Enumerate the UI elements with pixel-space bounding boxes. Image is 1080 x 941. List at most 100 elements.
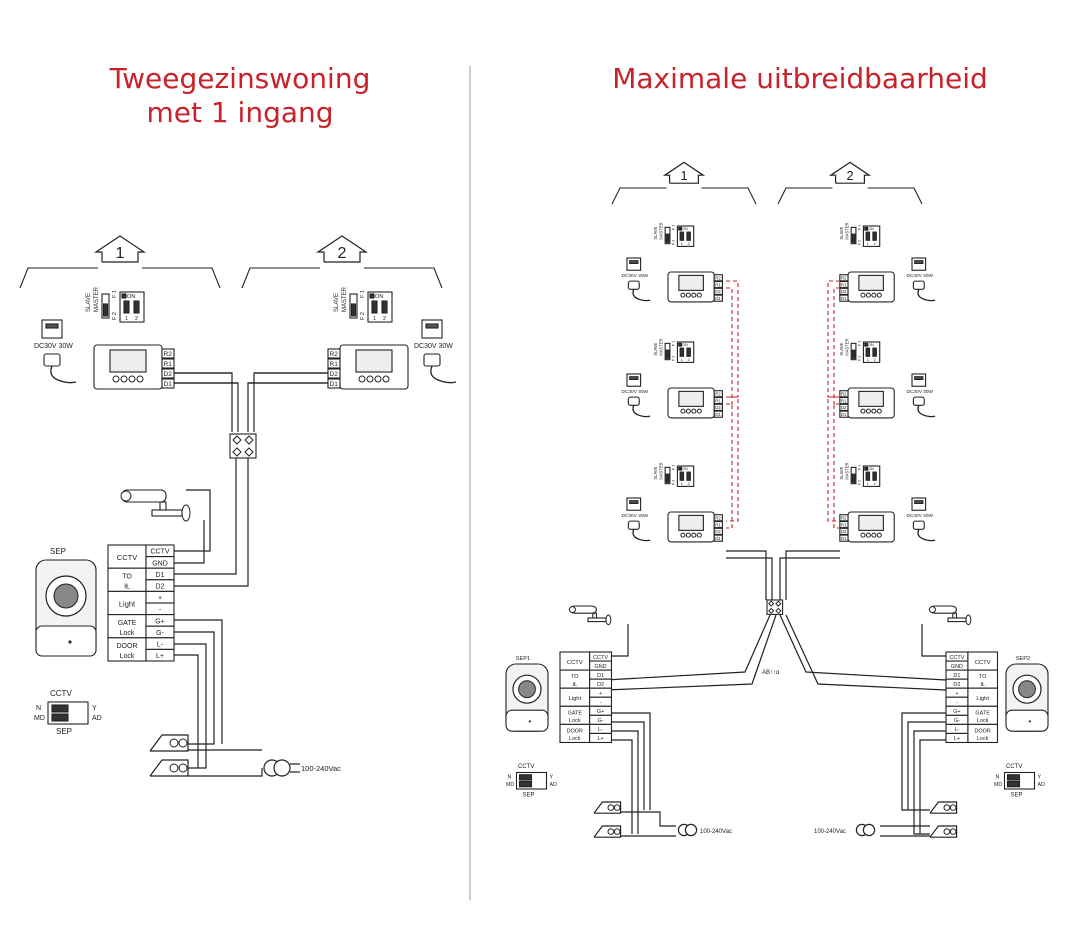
- door-wire: [174, 654, 199, 768]
- monitor-button: [112, 375, 120, 383]
- switch-ad-label: AD: [1038, 782, 1046, 788]
- outdoor-station: SEP2: [1005, 656, 1049, 732]
- dip-block: [676, 465, 695, 487]
- monitor-terminal: [839, 390, 849, 398]
- junction-terminal: [232, 435, 242, 445]
- monitor-screen: [858, 390, 884, 407]
- house-number: 2: [846, 168, 853, 183]
- monitor-button: [871, 292, 877, 298]
- junction-terminal: [244, 435, 254, 445]
- dip-toggle-2: [872, 347, 877, 357]
- terminal-label: R2: [715, 275, 721, 280]
- monitor-terminal: [161, 358, 175, 369]
- terminal-label: D2: [715, 289, 721, 294]
- house-bracket-left: [777, 187, 833, 205]
- dip-f1-label: F 1: [672, 465, 676, 470]
- terminal-name: +: [599, 691, 602, 697]
- monitor-button: [696, 292, 702, 298]
- terminal-label: R1: [715, 398, 721, 403]
- switch-slider-2: [1006, 780, 1021, 788]
- transformer-coil-2: [684, 823, 698, 837]
- terminal-name: G+: [953, 709, 960, 715]
- switch-footer: SEP: [523, 793, 535, 799]
- power-adapter: DC30V 30W: [907, 257, 936, 302]
- dip-on-label: ON: [375, 294, 383, 300]
- terminal-label: R1: [841, 522, 847, 527]
- cctv-wire: [174, 520, 205, 564]
- terminal-name: D1: [156, 572, 165, 579]
- dip-on-label: ON: [682, 467, 688, 471]
- power-adapter: DC30V 30W: [907, 373, 936, 418]
- cctv-wire: [174, 489, 211, 552]
- socket-slot: [914, 500, 924, 504]
- power-adapter: DC30V 30W: [622, 257, 651, 302]
- switch-y-label: Y: [1038, 775, 1042, 781]
- terminal-name: L+: [597, 736, 603, 742]
- monitor-terminal: [839, 534, 849, 542]
- terminal-name: CCTV: [150, 549, 169, 556]
- socket-slot: [425, 323, 439, 329]
- monitor-button: [696, 408, 702, 414]
- terminal-name: G-: [954, 718, 960, 724]
- house-number: 1: [680, 168, 687, 183]
- bus-wire: [785, 614, 947, 691]
- dip-block: [862, 341, 881, 363]
- dip-slave-label: SLAVE: [653, 466, 658, 479]
- dip-slide-knob: [665, 233, 670, 243]
- switch-title: CCTV: [518, 764, 534, 770]
- dip-on-label: ON: [682, 343, 688, 347]
- dip-slave-label: SLAVE: [653, 342, 658, 355]
- terminal-label: R1: [330, 361, 339, 368]
- monitor-terminal: [839, 294, 849, 302]
- dip-on-marker: [678, 342, 683, 347]
- terminal-cell: [945, 732, 969, 744]
- house-bracket-right: [364, 267, 443, 289]
- monitor-button: [366, 375, 374, 383]
- junction-terminal: [768, 607, 775, 614]
- group-label: Light: [119, 599, 136, 608]
- group-label: Lock: [569, 736, 581, 742]
- group-label: IŁ: [980, 682, 985, 688]
- camera-bracket: [587, 617, 607, 623]
- monitor-terminal: [713, 294, 723, 302]
- monitor-terminal: [713, 280, 723, 289]
- junction-terminal: [775, 600, 782, 607]
- dip-master-label: MASTER: [94, 286, 100, 312]
- socket-slot: [629, 500, 639, 504]
- left-title-line-1: Tweegezinswoning: [109, 62, 371, 95]
- mains-wire: [188, 768, 263, 777]
- junction-body: [766, 599, 784, 615]
- terminal-name: GND: [594, 664, 606, 670]
- power-label: DC30V 30W: [622, 273, 649, 279]
- mains-label: 100-240Vac: [814, 829, 846, 835]
- wall-socket: [626, 373, 642, 387]
- monitor-button: [691, 292, 697, 298]
- dip-slave-label: SLAVE: [839, 466, 844, 479]
- power-plug: [912, 396, 925, 406]
- outdoor-station-label: SEP2: [1016, 656, 1030, 662]
- lock-terminal-2: [178, 738, 188, 748]
- dip-slave-label: SLAVE: [839, 342, 844, 355]
- dip-on-marker: [864, 342, 869, 347]
- cctv-camera: [928, 605, 972, 626]
- lock-icon: [929, 825, 958, 838]
- cable-label: AB↑↑ɑ: [762, 670, 779, 676]
- terminal-label: D1: [330, 381, 339, 388]
- power-cable: [917, 529, 936, 542]
- dip-f2-label: F 2: [858, 480, 862, 485]
- dip-on-label: ON: [127, 294, 135, 300]
- terminal-label: D2: [715, 405, 721, 410]
- dip-sw2-label: 2: [874, 242, 876, 246]
- dip-sw1-label: 1: [373, 316, 376, 322]
- switch-slider-2: [518, 780, 533, 788]
- dip-f2-label: F 2: [858, 240, 862, 245]
- call-button: [1028, 720, 1031, 723]
- monitor-terminal: [839, 527, 849, 535]
- call-panel: [35, 625, 97, 657]
- group-label: IŁ: [573, 682, 578, 688]
- outdoor-station: SEP: [35, 547, 97, 657]
